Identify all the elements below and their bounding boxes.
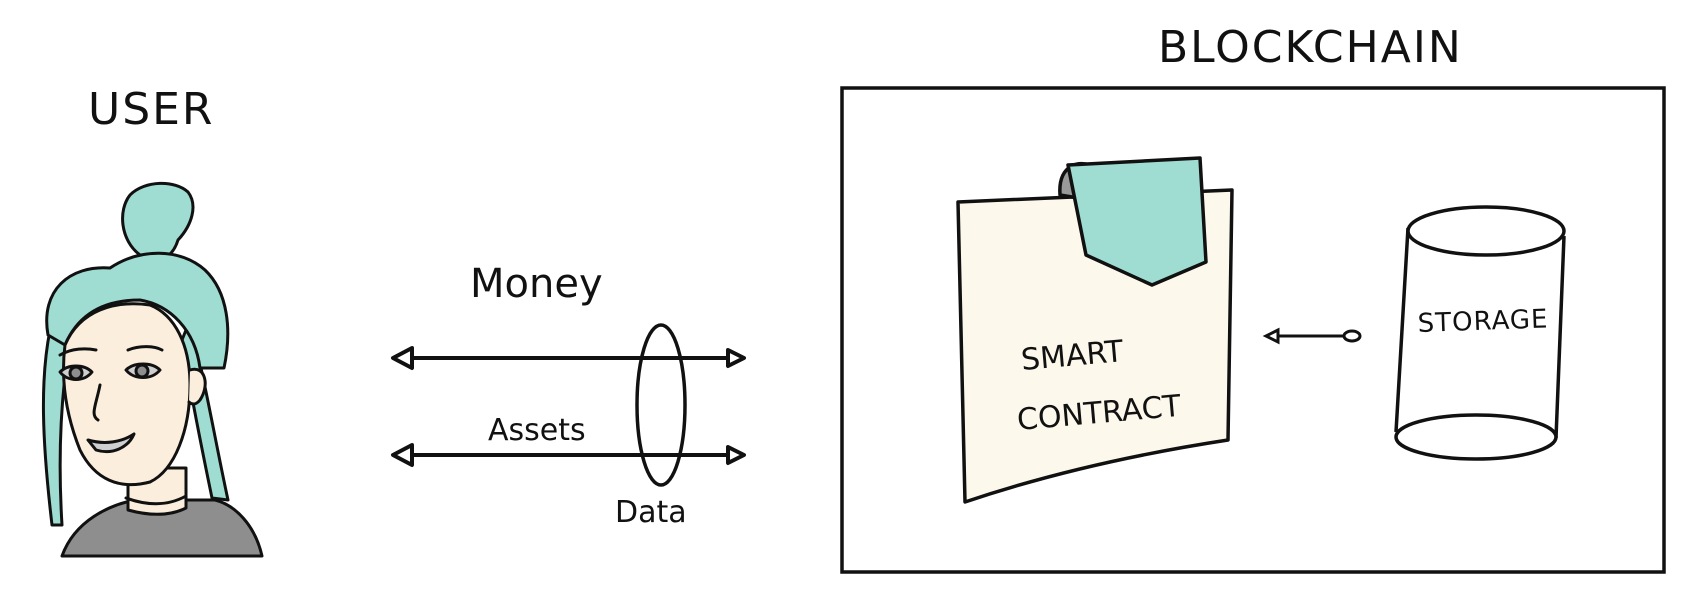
money-label: Money bbox=[470, 261, 603, 307]
assets-label: Assets bbox=[488, 413, 586, 448]
storage-cylinder-icon bbox=[1394, 205, 1566, 461]
contract-storage-connector bbox=[1262, 327, 1362, 345]
blockchain-label: BLOCKCHAIN bbox=[1158, 22, 1463, 73]
smart-contract-document-icon bbox=[956, 156, 1234, 504]
data-ellipse bbox=[635, 323, 687, 487]
assets-arrow bbox=[391, 443, 746, 467]
user-avatar-icon bbox=[41, 181, 264, 558]
data-label: Data bbox=[615, 495, 687, 530]
user-label: USER bbox=[88, 84, 215, 135]
money-arrow bbox=[391, 346, 746, 370]
blockchain-box bbox=[840, 86, 1666, 574]
storage-label: STORAGE bbox=[1417, 304, 1549, 339]
